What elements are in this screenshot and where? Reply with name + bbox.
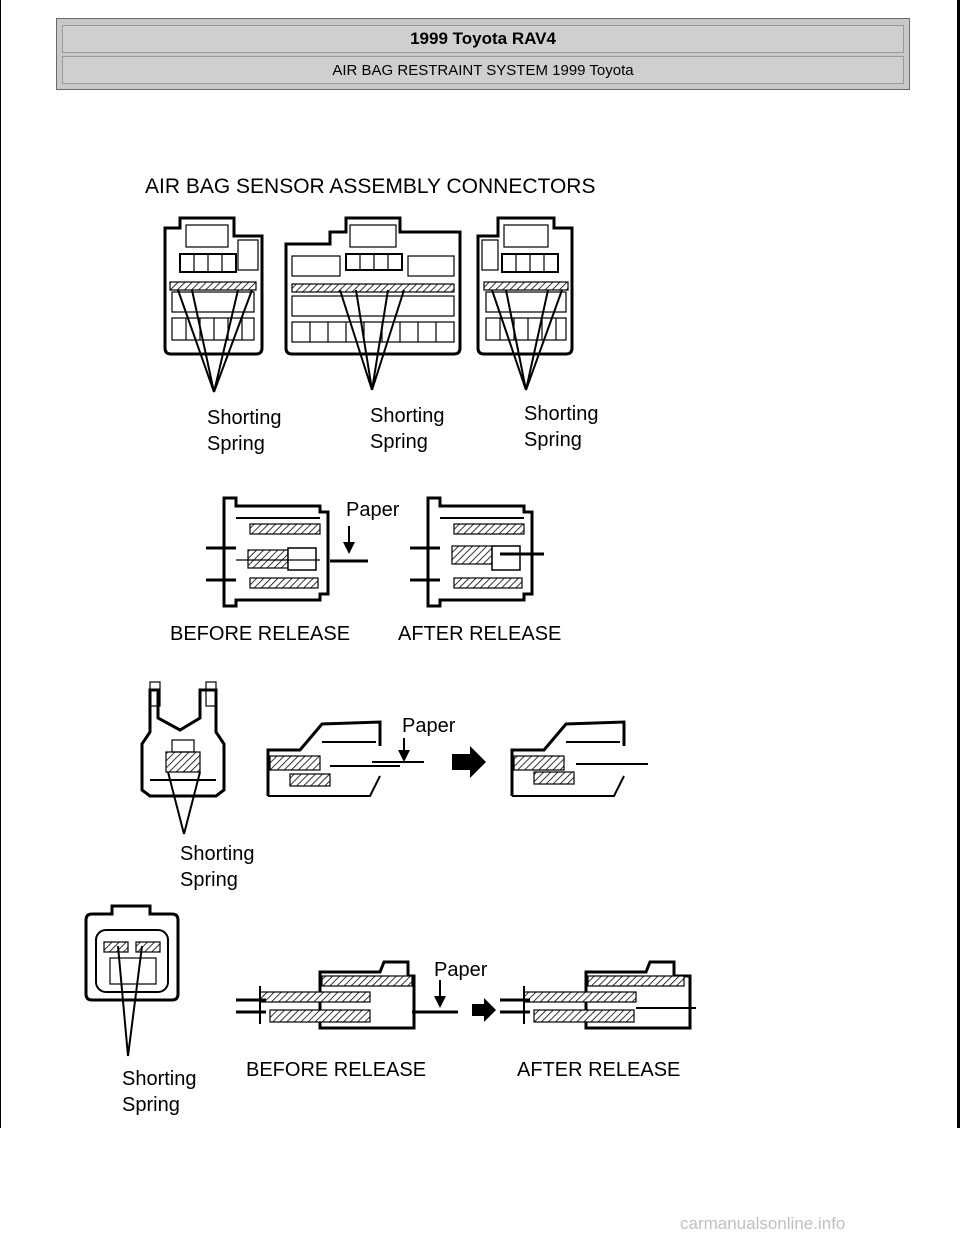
connector-left	[163, 216, 264, 393]
arrow-icon	[452, 746, 486, 778]
paper-label-2: Paper	[402, 715, 456, 737]
connector-right	[476, 216, 574, 391]
shorting-spring-4-line1: Shorting	[180, 843, 255, 865]
before-release-label-1: BEFORE RELEASE	[170, 623, 350, 645]
square-connector-front	[84, 904, 180, 1057]
arrow-icon	[472, 998, 496, 1022]
connector-center	[284, 216, 462, 391]
document-title: 1999 Toyota RAV4	[62, 25, 904, 53]
side-connector-after	[410, 496, 544, 608]
paper-label-1: Paper	[346, 499, 400, 521]
shorting-spring-4-line2: Spring	[180, 869, 238, 891]
page-frame-left	[0, 0, 1, 1128]
shorting-spring-2-line1: Shorting	[370, 405, 445, 427]
long-connector-after	[500, 960, 696, 1030]
document-header: 1999 Toyota RAV4 AIR BAG RESTRAINT SYSTE…	[56, 18, 910, 90]
after-release-label-1: AFTER RELEASE	[398, 623, 561, 645]
watermark: carmanualsonline.info	[680, 1214, 846, 1233]
side-connector-before	[206, 496, 330, 608]
before-release-label-2: BEFORE RELEASE	[246, 1059, 426, 1081]
small-connector-side-before	[266, 720, 400, 797]
page-frame-right	[957, 0, 960, 1128]
shorting-spring-2-line2: Spring	[370, 431, 428, 453]
after-release-label-2: AFTER RELEASE	[517, 1059, 680, 1081]
shorting-spring-3-line1: Shorting	[524, 403, 599, 425]
figure-heading: AIR BAG SENSOR ASSEMBLY CONNECTORS	[145, 175, 595, 198]
small-connector-front	[140, 681, 226, 835]
small-connector-side-after	[510, 720, 648, 797]
shorting-spring-1-line2: Spring	[207, 433, 265, 455]
shorting-spring-5-line2: Spring	[122, 1094, 180, 1116]
shorting-spring-1-line1: Shorting	[207, 407, 282, 429]
shorting-spring-3-line2: Spring	[524, 429, 582, 451]
long-connector-before	[236, 960, 416, 1030]
document-subtitle: AIR BAG RESTRAINT SYSTEM 1999 Toyota	[62, 56, 904, 84]
shorting-spring-5-line1: Shorting	[122, 1068, 197, 1090]
paper-label-3: Paper	[434, 959, 488, 981]
